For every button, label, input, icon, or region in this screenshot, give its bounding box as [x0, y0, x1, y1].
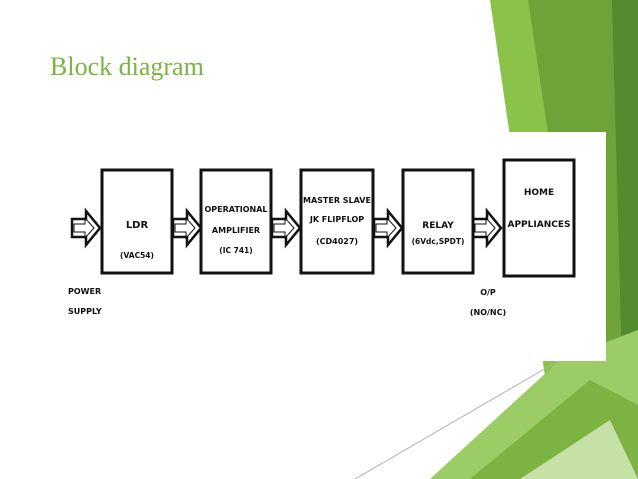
block-ldr-line1: LDR	[126, 220, 149, 231]
diagram-panel: LDR (VAC54) OPERATIONAL AMPLIFIER (IC 74…	[56, 132, 606, 361]
slide-title: Block diagram	[50, 52, 204, 81]
block-relay-line1: RELAY	[422, 221, 454, 231]
block-relay	[401, 168, 475, 275]
arrow-3	[372, 209, 404, 247]
block-op-amp-line2: AMPLIFIER	[212, 226, 260, 235]
block-ldr-line2: (VAC54)	[120, 251, 154, 260]
block-ldr	[100, 168, 174, 275]
arrow-1	[171, 209, 203, 247]
input-arrow	[70, 209, 102, 247]
arrow-4	[471, 209, 503, 247]
block-flipflop-line3: (CD4027)	[316, 237, 358, 246]
block-flipflop-line2: JK FLIPFLOP	[309, 215, 364, 224]
block-op-amp	[199, 168, 273, 275]
block-relay-line2: (6Vdc,SPDT)	[412, 237, 465, 246]
input-label-line2: SUPPLY	[68, 307, 102, 316]
block-diagram: LDR (VAC54) OPERATIONAL AMPLIFIER (IC 74…	[68, 158, 576, 317]
output-label-line1: O/P	[480, 288, 496, 297]
block-op-amp-line3: (IC 741)	[219, 246, 252, 255]
block-home-line2: APPLIANCES	[508, 220, 571, 230]
green-wedge-light	[520, 420, 638, 479]
block-op-amp-line1: OPERATIONAL	[204, 205, 267, 214]
block-home-appliances	[502, 158, 576, 278]
output-label-line2: (NO/NC)	[470, 308, 506, 317]
block-flipflop-line1: MASTER SLAVE	[303, 196, 371, 205]
block-home-line1: HOME	[524, 188, 554, 198]
thin-line	[354, 359, 561, 479]
block-flipflop	[299, 168, 375, 275]
input-label-line1: POWER	[68, 287, 101, 296]
arrow-2	[270, 209, 302, 247]
